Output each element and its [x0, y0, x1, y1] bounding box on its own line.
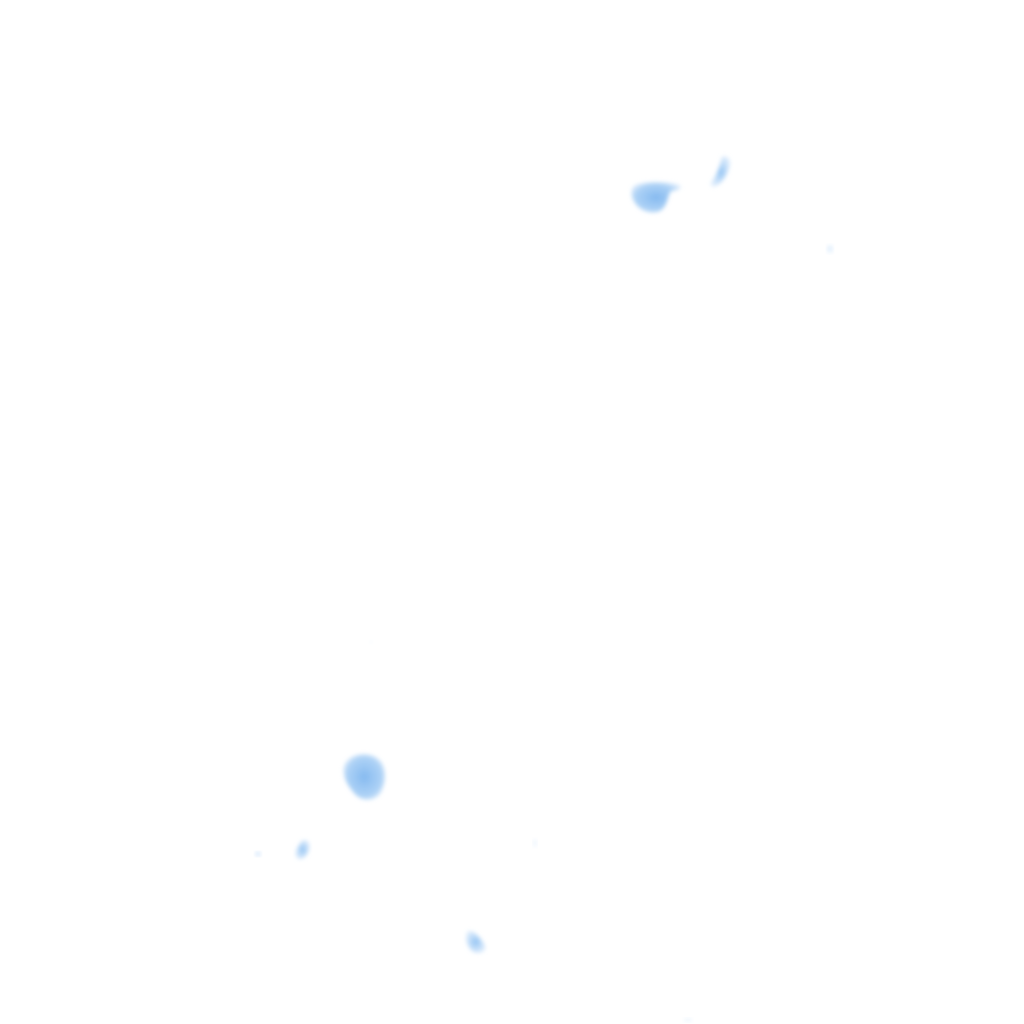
splatter-speck-bottom-edge [684, 1018, 692, 1022]
splatter-speck-bottom-mid [533, 839, 537, 847]
splatter-drop-left [295, 840, 310, 860]
splatter-speck-top-right [827, 245, 833, 253]
splatter-blob-bottom [343, 754, 385, 800]
splatter-blob-top [631, 182, 681, 213]
splatter-speck-faint [369, 640, 373, 644]
splatter-drop-bottom [466, 930, 486, 953]
splatter-speck-left [255, 851, 261, 857]
splatter-streak-top [710, 156, 731, 187]
